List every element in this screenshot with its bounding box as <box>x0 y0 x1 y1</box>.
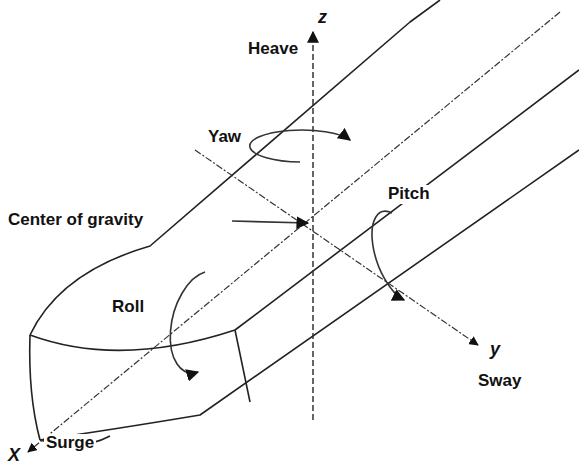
axis-label: Surge <box>44 434 96 453</box>
axis-label: z <box>318 8 327 28</box>
yaw-arrow <box>250 130 350 162</box>
z-axis <box>312 32 314 420</box>
roll-arrow <box>170 272 205 373</box>
axis-label: Heave <box>248 40 298 59</box>
hull-chine <box>40 150 579 440</box>
axis-label: Roll <box>110 298 146 317</box>
x-axis <box>28 12 560 452</box>
pitch-arrow <box>372 211 404 300</box>
axis-label: Pitch <box>386 185 432 204</box>
y-axis <box>195 150 478 345</box>
bow-side <box>235 330 250 402</box>
axis-label: Center of gravity <box>6 211 145 230</box>
axis-label: Yaw <box>206 128 243 147</box>
axis-label: Sway <box>478 372 521 391</box>
axis-label: y <box>490 340 500 360</box>
cog-leader <box>232 221 308 223</box>
bow-stem <box>30 335 40 440</box>
deck-port-edge <box>30 0 440 335</box>
axis-label: X <box>8 446 20 466</box>
